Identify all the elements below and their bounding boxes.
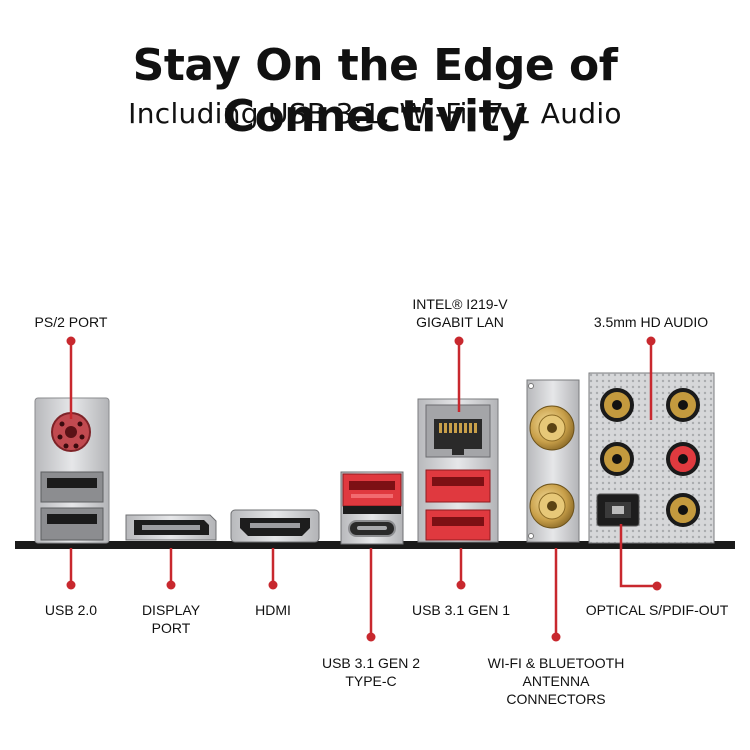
callout-lines <box>69 341 656 637</box>
hdmi-connector <box>230 509 320 543</box>
label-intel-lan: INTEL® I219-V GIGABIT LAN <box>412 296 508 330</box>
displayport-connector <box>125 514 217 541</box>
wifi-antenna-connectors <box>526 379 580 543</box>
audio-jack <box>600 388 700 527</box>
lan-usb31-gen1-stack <box>417 398 499 543</box>
label-usb31-gen2-typec: USB 3.1 GEN 2 TYPE-C <box>321 655 421 689</box>
usb31-gen2-typec-stack <box>340 471 404 545</box>
ps2-usb20-stack <box>34 397 110 544</box>
label-hdmi: HDMI <box>255 602 291 618</box>
label-usb31-gen1: USB 3.1 GEN 1 <box>411 602 511 618</box>
label-displayport: DISPLAY PORT <box>141 602 201 636</box>
page-title: Stay On the Edge of Connectivity <box>132 40 618 142</box>
page-subtitle: Including USB 3.1, Wi-Fi, 7.1 Audio <box>128 97 622 130</box>
io-shield-bar <box>15 541 735 549</box>
label-hd-audio: 3.5mm HD AUDIO <box>593 314 709 330</box>
label-wifi-bluetooth-antenna: WI-FI & BLUETOOTH ANTENNA CONNECTORS <box>487 655 625 707</box>
label-ps2-port: PS/2 PORT <box>34 314 108 330</box>
label-optical-spdif: OPTICAL S/PDIF-OUT <box>585 602 729 618</box>
callout-dots <box>66 336 662 642</box>
label-usb20: USB 2.0 <box>44 602 98 618</box>
